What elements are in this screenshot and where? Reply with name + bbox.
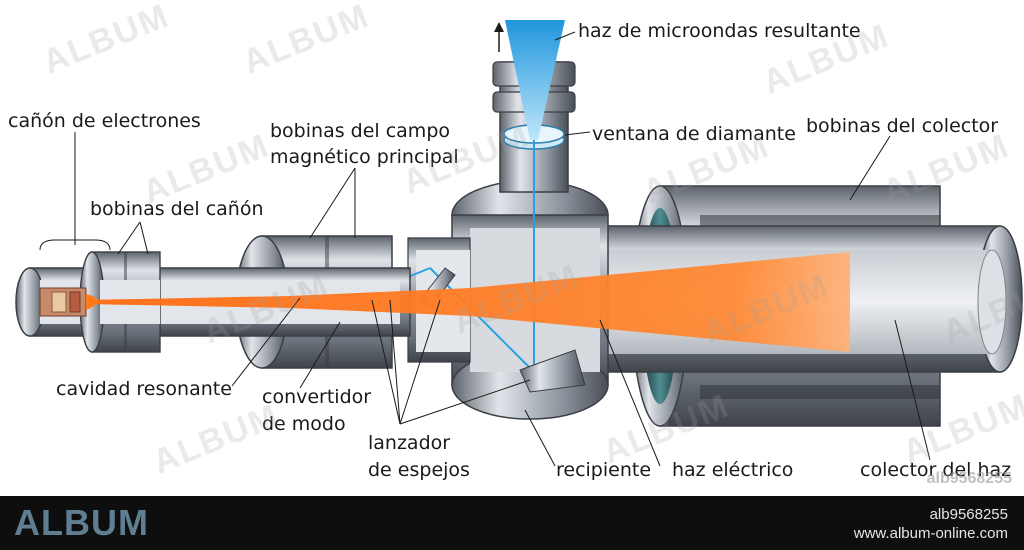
leader-lines	[39, 31, 931, 467]
label-collector-coils: bobinas del colector	[806, 115, 999, 137]
label-mode-converter-line2: de modo	[262, 413, 346, 435]
label-mirror-launcher-line1: lanzador	[368, 432, 451, 454]
electron-beam	[86, 252, 850, 352]
watermark-id: alb9568255	[926, 470, 1012, 487]
gyrotron-illustration	[15, 20, 1023, 467]
up-arrow-icon	[494, 22, 504, 52]
microwave-beam	[371, 20, 586, 393]
label-diamond-window: ventana de diamante	[592, 123, 796, 145]
label-main-coils-line1: bobinas del campo	[270, 120, 450, 142]
label-electron-gun: cañón de electrones	[8, 110, 201, 132]
label-microwave-beam: haz de microondas resultante	[578, 20, 861, 42]
site-url[interactable]: www.album-online.com	[853, 525, 1008, 542]
label-main-coils-line2: magnético principal	[270, 146, 459, 168]
footer-bar: ALBUM alb9568255 www.album-online.com	[0, 496, 1024, 550]
electron-gun	[39, 287, 87, 317]
label-electron-beam: haz eléctrico	[672, 459, 794, 481]
label-mirror-launcher-line2: de espejos	[368, 459, 470, 481]
label-gun-coils: bobinas del cañón	[90, 198, 264, 220]
label-vessel: recipiente	[556, 459, 652, 481]
brand-logo: ALBUM	[14, 502, 149, 543]
label-beam-collector: colector del haz	[860, 459, 1012, 481]
label-mode-converter-line1: convertidor	[262, 386, 372, 408]
diagram: haz de microondas resultante cañón de el…	[8, 0, 1024, 487]
label-resonant-cavity: cavidad resonante	[56, 378, 232, 400]
image-id: alb9568255	[929, 506, 1008, 523]
